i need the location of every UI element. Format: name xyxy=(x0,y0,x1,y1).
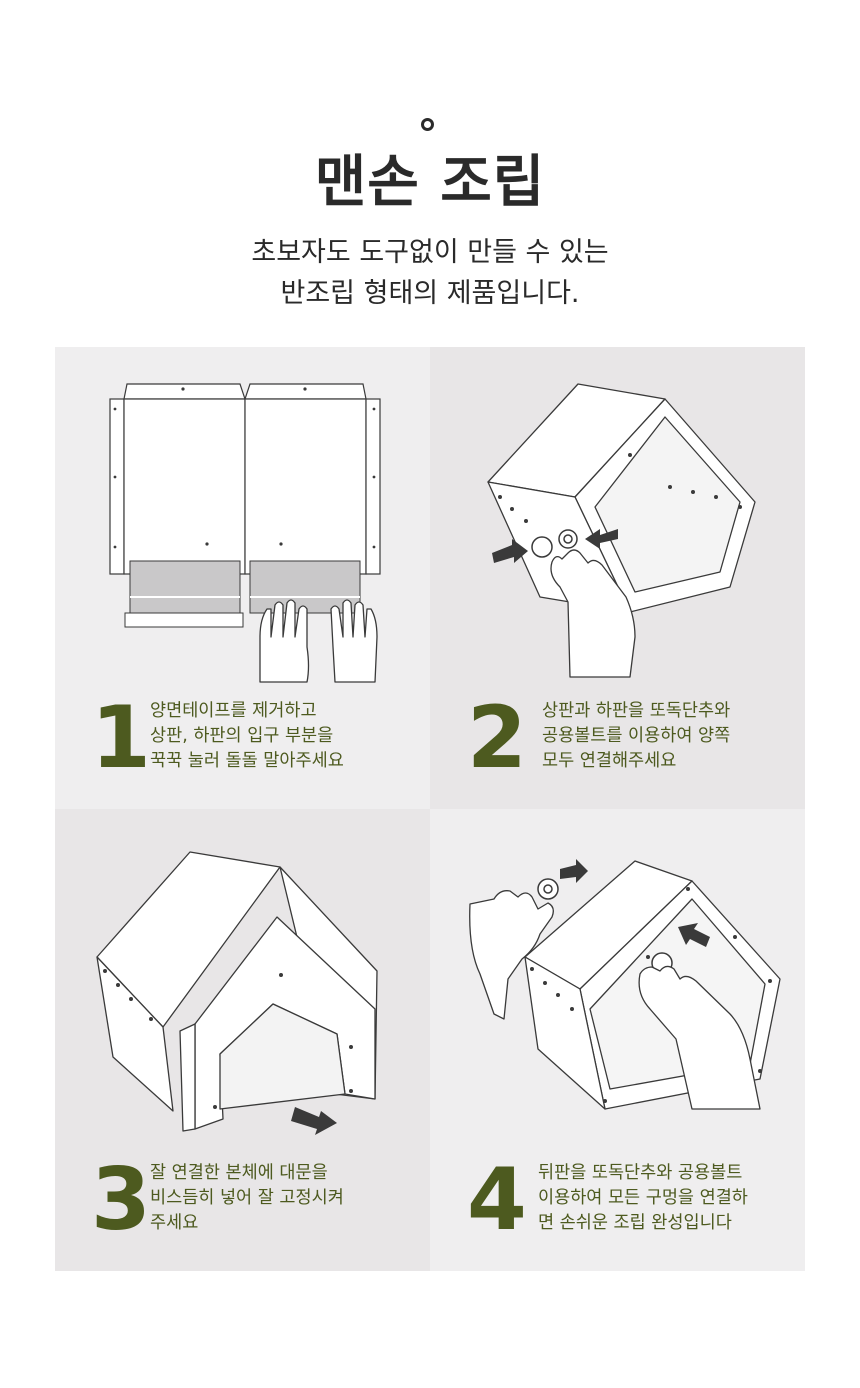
step-description-line: 양면테이프를 제거하고 xyxy=(150,701,317,721)
step-number: 2 xyxy=(467,688,527,788)
step-description-line: 모두 연결해주세요 xyxy=(542,751,677,771)
step-panel-2: 2 상판과 하판을 또독단추와 공용볼트를 이용하여 양쪽 모두 연결해주세요 xyxy=(430,347,805,809)
page-title: 맨손 조립 xyxy=(314,150,546,215)
step-panel-1: 1 양면테이프를 제거하고 상판, 하판의 입구 부분을 꾹꾹 눌러 돌돌 말아… xyxy=(55,347,430,809)
assembly-steps-grid: 1 양면테이프를 제거하고 상판, 하판의 입구 부분을 꾹꾹 눌러 돌돌 말아… xyxy=(55,347,805,1271)
step-number: 1 xyxy=(91,688,151,788)
step-description: 잘 연결한 본체에 대문을 비스듬히 넣어 잘 고정시켜 주세요 xyxy=(150,1161,344,1236)
step-description-line: 뒤판을 또독단추와 공용볼트 xyxy=(538,1163,743,1183)
step-panel-3: 3 잘 연결한 본체에 대문을 비스듬히 넣어 잘 고정시켜 주세요 xyxy=(55,809,430,1271)
step-description-line: 공용볼트를 이용하여 양쪽 xyxy=(542,726,731,746)
step-description-line: 주세요 xyxy=(150,1213,199,1233)
step-panel-4: 4 뒤판을 또독단추와 공용볼트 이용하여 모든 구멍을 연결하 면 손쉬운 조… xyxy=(430,809,805,1271)
title-ring-icon xyxy=(421,118,434,131)
step-description-line: 꾹꾹 눌러 돌돌 말아주세요 xyxy=(150,751,344,771)
step-description-line: 면 손쉬운 조립 완성입니다 xyxy=(538,1213,732,1233)
step-description-line: 잘 연결한 본체에 대문을 xyxy=(150,1163,328,1183)
step-description: 양면테이프를 제거하고 상판, 하판의 입구 부분을 꾹꾹 눌러 돌돌 말아주세… xyxy=(150,699,344,774)
step-number: 3 xyxy=(91,1150,151,1250)
subtitle-line: 반조립 형태의 제품입니다. xyxy=(280,278,580,309)
step-number: 4 xyxy=(467,1150,527,1250)
step-4-illustration xyxy=(469,859,781,1110)
step-description-line: 상판과 하판을 또독단추와 xyxy=(542,701,731,721)
step-1-illustration xyxy=(109,383,381,683)
subtitle-line: 초보자도 도구없이 만들 수 있는 xyxy=(251,237,609,268)
step-description-line: 상판, 하판의 입구 부분을 xyxy=(150,726,334,746)
page-subtitle: 초보자도 도구없이 만들 수 있는 반조립 형태의 제품입니다. xyxy=(0,232,860,314)
step-2-illustration xyxy=(487,383,756,678)
step-3-illustration xyxy=(96,851,378,1135)
step-description: 상판과 하판을 또독단추와 공용볼트를 이용하여 양쪽 모두 연결해주세요 xyxy=(542,699,730,774)
step-description: 뒤판을 또독단추와 공용볼트 이용하여 모든 구멍을 연결하 면 손쉬운 조립 … xyxy=(538,1161,748,1236)
step-description-line: 이용하여 모든 구멍을 연결하 xyxy=(538,1188,748,1208)
step-description-line: 비스듬히 넣어 잘 고정시켜 xyxy=(150,1188,344,1208)
